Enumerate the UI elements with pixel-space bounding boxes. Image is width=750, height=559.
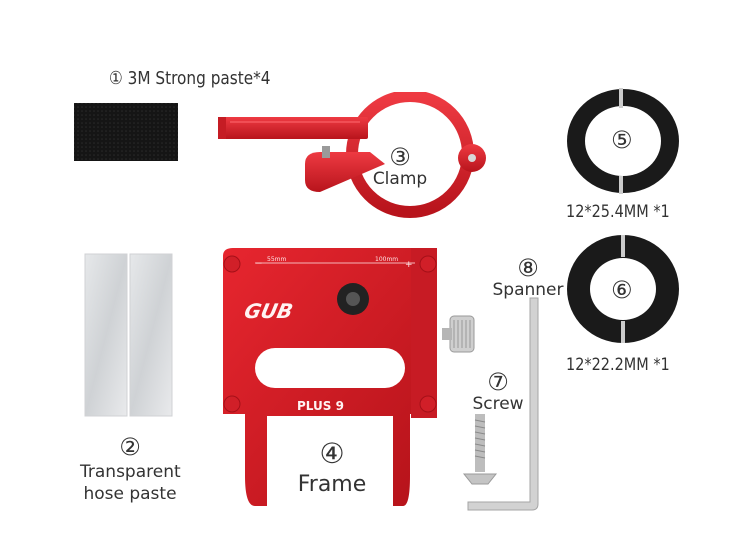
item-screw-label: ⑦ Screw (468, 370, 528, 414)
transparent-paste-strips (84, 253, 173, 417)
3m-paste-pad (74, 103, 178, 161)
frame-scale-left: 55mm (267, 256, 286, 263)
item-screw-text: Screw (472, 394, 524, 414)
rubber-ring-25mm (567, 88, 679, 194)
item-ring25-number: ⑤ (611, 126, 633, 154)
item-clamp-label: ③ Clamp (370, 145, 430, 189)
svg-text:+: + (405, 260, 413, 270)
item-hose-paste-line2: hose paste (83, 484, 177, 504)
item-hose-paste-line1: Transparent (80, 462, 181, 482)
spanner (467, 297, 539, 511)
item-clamp-number: ③ (389, 143, 411, 171)
item-3m-paste-number: ① (109, 68, 123, 89)
item-ring22-text: 12*22.2MM *1 (566, 355, 670, 375)
item-hose-paste-number: ② (119, 433, 141, 461)
item-spanner-label: ⑧ Spanner (488, 256, 568, 300)
frame-brand: GUB (242, 299, 295, 323)
item-frame-text: Frame (297, 472, 367, 497)
item-screw-number: ⑦ (487, 368, 509, 396)
screw (462, 414, 498, 485)
item-3m-paste-text: 3M Strong paste*4 (127, 68, 271, 89)
frame: 55mm 100mm − + GUB PLUS 9 (223, 248, 437, 506)
frame-model: PLUS 9 (297, 399, 344, 413)
item-frame-number: ④ (319, 437, 345, 470)
clamp (218, 92, 486, 218)
item-ring22-number: ⑥ (611, 276, 633, 304)
item-hose-paste-label: ② Transparent hose paste (80, 433, 181, 504)
rubber-ring-22mm (567, 235, 679, 343)
svg-text:−: − (255, 259, 263, 269)
frame-knob (442, 315, 475, 353)
item-ring25-text: 12*25.4MM *1 (566, 202, 670, 222)
item-clamp-text: Clamp (372, 169, 428, 189)
item-spanner-text: Spanner (492, 280, 564, 300)
item-spanner-number: ⑧ (517, 254, 539, 282)
frame-scale-right: 100mm (375, 256, 398, 263)
item-3m-paste-label: ① 3M Strong paste*4 (109, 68, 299, 89)
item-frame-label: ④ Frame (292, 437, 372, 498)
